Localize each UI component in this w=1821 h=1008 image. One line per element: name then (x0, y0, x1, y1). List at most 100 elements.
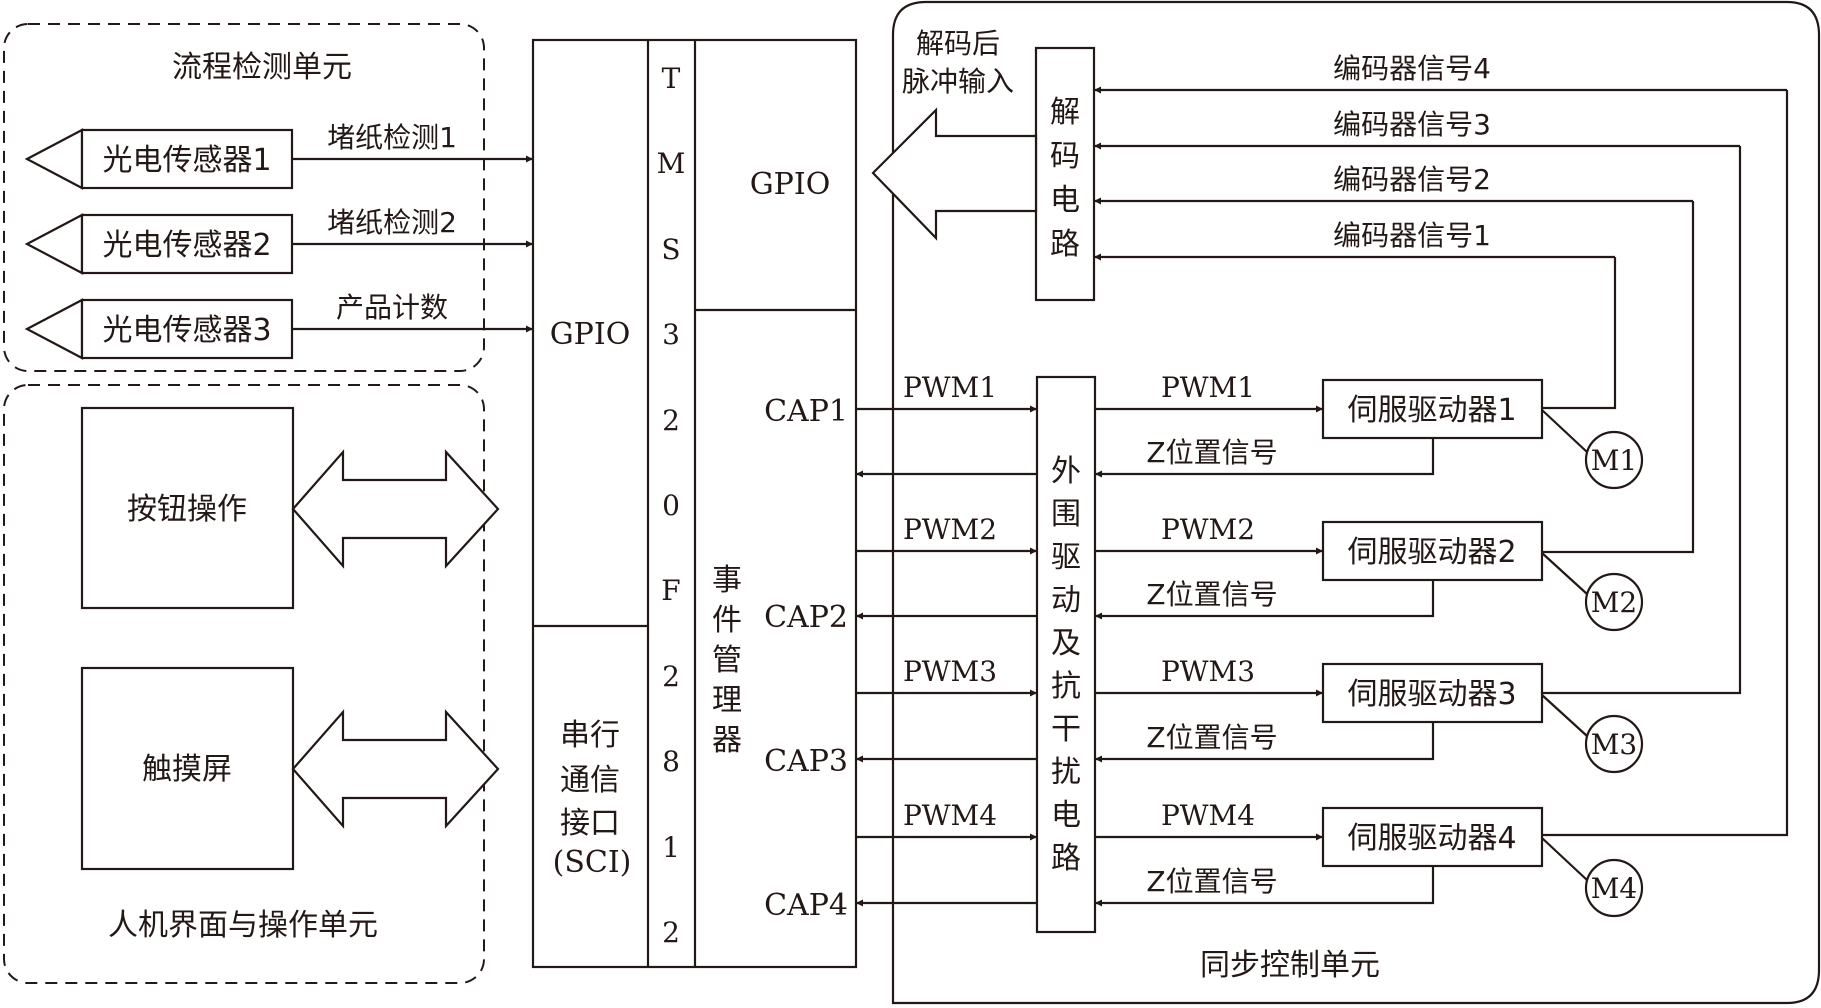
pwm4-in-label: PWM4 (903, 799, 997, 832)
servo-driver-3-box (1321, 662, 1544, 724)
motor-2-label: M2 (1591, 586, 1637, 619)
chip-letter: 2 (662, 660, 680, 693)
pwm1-in-label: PWM1 (903, 371, 997, 404)
chip-letter: S (661, 233, 680, 266)
channel-1: PWM1 PWM1 Z位置信号 伺服驱动器1 M1 (856, 371, 1644, 490)
channel-2: PWM2 PWM2 Z位置信号 伺服驱动器2 M2 (856, 513, 1644, 632)
motor-4-icon (1584, 858, 1644, 918)
hmi-unit: 按钮操作 触摸屏 人机界面与操作单元 (3, 384, 500, 984)
motor-1-icon (1584, 430, 1644, 490)
motor-1-label: M1 (1591, 444, 1637, 477)
motor-2-icon (1584, 572, 1644, 632)
sensor-1-label: 光电传感器1 (102, 143, 271, 178)
cap2-label: CAP2 (764, 600, 848, 635)
chip-letter: 3 (662, 318, 680, 351)
pwm4-out-label: PWM4 (1161, 799, 1255, 832)
sci-line-3: 接口 (560, 806, 620, 841)
peripheral-char: 电 (1051, 798, 1081, 833)
sensor-3-signal-label: 产品计数 (336, 291, 448, 324)
encoder-2-feedback-line (1542, 201, 1695, 554)
sync-control-title: 同步控制单元 (1200, 948, 1380, 983)
servo-driver-2-label: 伺服驱动器2 (1347, 535, 1516, 570)
servo-driver-3-label: 伺服驱动器3 (1347, 677, 1516, 712)
touchscreen-box (80, 666, 295, 871)
servo-driver-4-label: 伺服驱动器4 (1347, 821, 1516, 856)
channel-3: PWM3 PWM3 Z位置信号 伺服驱动器3 M3 (856, 655, 1644, 774)
decoder-char: 解 (1050, 95, 1080, 130)
encoder-1-feedback-line (1542, 257, 1617, 410)
sensor-3-box (80, 298, 294, 360)
z2-signal-arrow (1095, 580, 1435, 620)
ev-char: 管 (712, 643, 742, 678)
encoder-3-feedback-line (1542, 146, 1742, 695)
ev-char: 事 (712, 563, 742, 598)
pwm3-out-label: PWM3 (1161, 655, 1255, 688)
peripheral-char: 及 (1051, 626, 1081, 661)
sensor-2-signal-label: 堵纸检测2 (327, 206, 457, 239)
ev-char: 器 (712, 723, 742, 758)
hmi-frame (3, 384, 485, 984)
peripheral-char: 干 (1051, 712, 1081, 747)
pwm2-out-label: PWM2 (1161, 513, 1255, 546)
mcu-gpio-left-label: GPIO (550, 317, 631, 352)
encoder-signal-4-label: 编码器信号4 (1333, 52, 1491, 85)
peripheral-char: 驱 (1051, 540, 1081, 575)
motor-4-label: M4 (1591, 872, 1637, 905)
chip-letter: M (657, 147, 686, 180)
touchscreen-bidirectional-arrow-icon (291, 709, 500, 829)
motor-3-label: M3 (1591, 728, 1637, 761)
servo-driver-1-box (1321, 378, 1544, 440)
chip-letter: 8 (662, 745, 680, 778)
encoder-signal-3-label: 编码器信号3 (1333, 108, 1491, 141)
peripheral-char: 围 (1051, 497, 1081, 532)
motor-3-link (1541, 694, 1588, 737)
button-operation-box (80, 406, 295, 610)
process-detection-unit: 流程检测单元 光电传感器1 堵纸检测1 光电传感器2 堵纸检测2 光电传感器3 … (3, 23, 533, 372)
ev-char: 件 (712, 603, 742, 638)
sync-control-unit: 同步控制单元 (891, 0, 1821, 1005)
button-operation-label: 按钮操作 (127, 492, 247, 527)
z3-signal-label: Z位置信号 (1146, 721, 1277, 754)
z1-signal-arrow (1095, 438, 1435, 478)
sensor-2-label: 光电传感器2 (102, 228, 271, 263)
peripheral-char: 外 (1051, 454, 1081, 489)
decoder-char: 路 (1050, 227, 1080, 262)
peripheral-char: 动 (1051, 583, 1081, 618)
sensor-3: 光电传感器3 产品计数 (24, 291, 533, 360)
chip-letter: F (661, 574, 680, 607)
sci-line-2: 通信 (560, 763, 620, 798)
decoded-pulse-output-arrow-icon (871, 107, 1038, 241)
process-detection-frame (3, 23, 485, 372)
mcu-tms320f2812: GPIO 串行 通信 接口 (SCI) T M S 3 2 0 F 2 8 1 … (531, 38, 858, 969)
chip-letter: 0 (662, 489, 680, 522)
peripheral-char: 路 (1051, 841, 1081, 876)
peripheral-driver-circuit: 外 围 驱 动 及 抗 干 扰 电 路 (1035, 375, 1097, 934)
process-detection-title: 流程检测单元 (172, 50, 352, 85)
sync-control-frame (891, 0, 1821, 1005)
sci-line-1: 串行 (560, 718, 620, 753)
cap3-label: CAP3 (764, 744, 848, 779)
encoder-signal-2-label: 编码器信号2 (1333, 163, 1491, 196)
encoder-signal-1-label: 编码器信号1 (1333, 219, 1491, 252)
cap1-label: CAP1 (764, 394, 848, 429)
sensor-2-box (80, 213, 294, 275)
z4-signal-arrow (1095, 866, 1435, 907)
cap4-label: CAP4 (764, 888, 848, 923)
hmi-title: 人机界面与操作单元 (108, 908, 378, 943)
decoder-char: 电 (1050, 183, 1080, 218)
mcu-chip-name: T M S 3 2 0 F 2 8 1 2 (657, 62, 686, 949)
channel-4: PWM4 PWM4 Z位置信号 伺服驱动器4 M4 (856, 799, 1644, 918)
decoder-box (1034, 46, 1096, 302)
motor-1-link (1541, 409, 1588, 453)
sensor-2: 光电传感器2 堵纸检测2 (24, 206, 533, 275)
chip-letter: 1 (662, 831, 680, 864)
sensor-1-signal-label: 堵纸检测1 (327, 121, 457, 154)
motor-4-link (1541, 837, 1588, 881)
chip-letter: 2 (662, 404, 680, 437)
sci-line-4: (SCI) (553, 845, 632, 880)
sensor-2-tip-icon (24, 213, 84, 275)
motor-2-link (1541, 552, 1588, 595)
sensor-1-tip-icon (24, 128, 84, 190)
decoded-pulse-label-line-1: 解码后 (916, 27, 1000, 60)
